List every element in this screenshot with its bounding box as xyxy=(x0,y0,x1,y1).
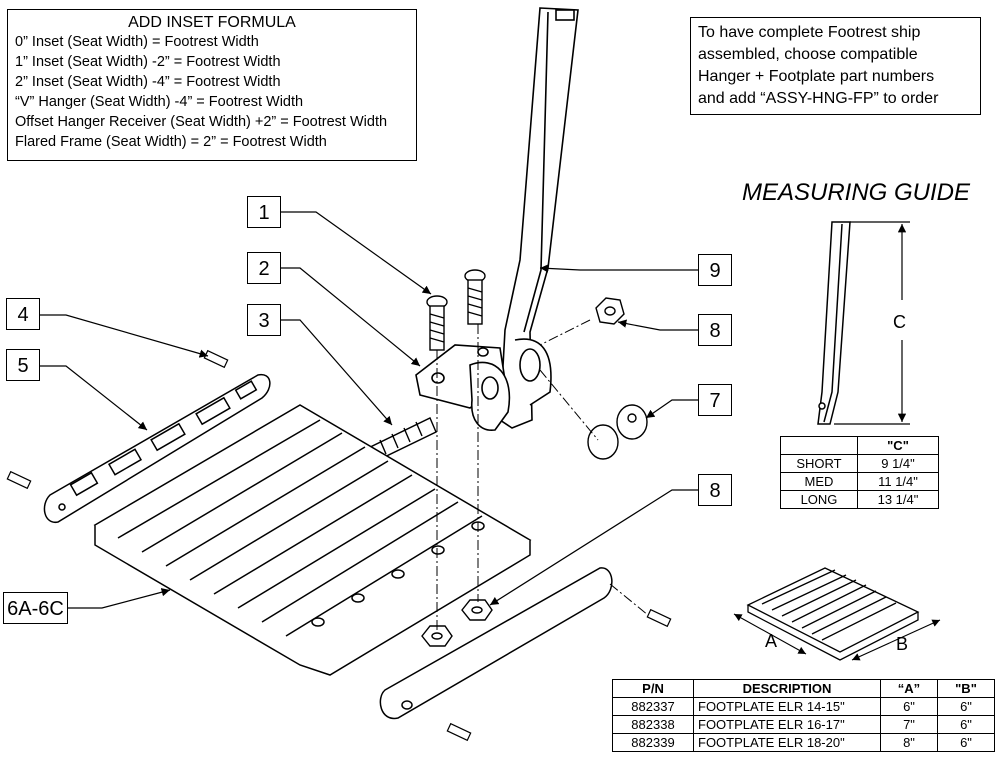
formula-line: Flared Frame (Seat Width) = 2” = Footres… xyxy=(15,134,327,150)
measuring-guide-title: MEASURING GUIDE xyxy=(742,179,971,206)
formula-line: “V” Hanger (Seat Width) -4” = Footrest W… xyxy=(15,94,304,110)
footplate-part xyxy=(93,404,532,676)
hanger-part xyxy=(499,7,579,429)
hinge-block-part xyxy=(415,344,511,431)
nut-washer-part xyxy=(587,297,648,460)
table-row: 882337 FOOTPLATE ELR 14-15" 6" 6" xyxy=(612,697,995,716)
side-rail-part xyxy=(43,373,271,523)
leader-lines xyxy=(40,211,698,609)
a-cell: 7" xyxy=(880,715,938,734)
pn-cell: 882339 xyxy=(612,733,694,752)
callout-5: 5 xyxy=(6,349,40,381)
formula-title: ADD INSET FORMULA xyxy=(128,14,296,31)
hanger-size-table: "C" SHORT 9 1/4" MED 11 1/4" LONG 13 1/4… xyxy=(780,436,939,509)
callout-2: 2 xyxy=(247,252,281,284)
table-header-row: "C" xyxy=(780,436,939,455)
size-c-cell: 13 1/4" xyxy=(857,490,939,509)
a-dimension-label: A xyxy=(765,631,778,651)
callout-3: 3 xyxy=(247,304,281,336)
pn-cell: 882337 xyxy=(612,697,694,716)
lower-nuts-part xyxy=(421,599,493,647)
pn-cell: 882338 xyxy=(612,715,694,734)
callout-1: 1 xyxy=(247,196,281,228)
table-row: SHORT 9 1/4" xyxy=(780,454,939,473)
b-cell: 6" xyxy=(937,733,995,752)
description-cell: FOOTPLATE ELR 16-17" xyxy=(693,715,881,734)
size-name-cell: LONG xyxy=(780,490,858,509)
assembly-note-box: To have complete Footrest ship assembled… xyxy=(690,17,981,115)
small-screws-part xyxy=(6,349,672,742)
header-b: "B" xyxy=(937,679,995,698)
ab-dimensions xyxy=(733,613,941,661)
size-c-cell: 9 1/4" xyxy=(857,454,939,473)
header-a: “A” xyxy=(880,679,938,698)
formula-line: Offset Hanger Receiver (Seat Width) +2” … xyxy=(15,114,388,130)
callout-6a-6c: 6A-6C xyxy=(3,592,68,624)
c-dimension xyxy=(834,221,910,425)
screws-part xyxy=(426,269,486,351)
front-rail-part xyxy=(379,567,613,720)
size-c-cell: 11 1/4" xyxy=(857,472,939,491)
table-row: 882339 FOOTPLATE ELR 18-20" 8" 6" xyxy=(612,733,995,752)
description-cell: FOOTPLATE ELR 14-15" xyxy=(693,697,881,716)
size-name-cell: SHORT xyxy=(780,454,858,473)
b-cell: 6" xyxy=(937,715,995,734)
note-line: Hanger + Footplate part numbers xyxy=(698,68,935,85)
center-lines xyxy=(436,319,649,630)
note-line: and add “ASSY-HNG-FP” to order xyxy=(698,90,939,107)
description-cell: FOOTPLATE ELR 18-20" xyxy=(693,733,881,752)
header-description: DESCRIPTION xyxy=(693,679,881,698)
callout-8-bottom: 8 xyxy=(698,474,732,506)
note-line: assembled, choose compatible xyxy=(698,46,918,63)
table-row: MED 11 1/4" xyxy=(780,472,939,491)
callout-8-top: 8 xyxy=(698,314,732,346)
note-line: To have complete Footrest ship xyxy=(698,24,921,41)
footplate-parts-table: P/N DESCRIPTION “A” "B" 882337 FOOTPLATE… xyxy=(612,679,995,752)
a-cell: 8" xyxy=(880,733,938,752)
a-cell: 6" xyxy=(880,697,938,716)
table-header-blank xyxy=(780,436,858,455)
b-cell: 6" xyxy=(937,697,995,716)
formula-line: 0” Inset (Seat Width) = Footrest Width xyxy=(15,34,259,50)
callout-7: 7 xyxy=(698,384,732,416)
table-header-row: P/N DESCRIPTION “A” "B" xyxy=(612,679,995,698)
table-header-c: "C" xyxy=(857,436,939,455)
inset-formula-box: ADD INSET FORMULA 0” Inset (Seat Width) … xyxy=(7,9,417,161)
table-row: LONG 13 1/4" xyxy=(780,490,939,509)
formula-line: 2” Inset (Seat Width) -4” = Footrest Wid… xyxy=(15,74,281,90)
callout-4: 4 xyxy=(6,298,40,330)
table-row: 882338 FOOTPLATE ELR 16-17" 7" 6" xyxy=(612,715,995,734)
size-name-cell: MED xyxy=(780,472,858,491)
guide-tube xyxy=(817,221,851,425)
callout-9: 9 xyxy=(698,254,732,286)
b-dimension-label: B xyxy=(896,634,909,654)
c-dimension-label: C xyxy=(893,312,906,332)
formula-line: 1” Inset (Seat Width) -2” = Footrest Wid… xyxy=(15,54,281,70)
header-pn: P/N xyxy=(612,679,694,698)
